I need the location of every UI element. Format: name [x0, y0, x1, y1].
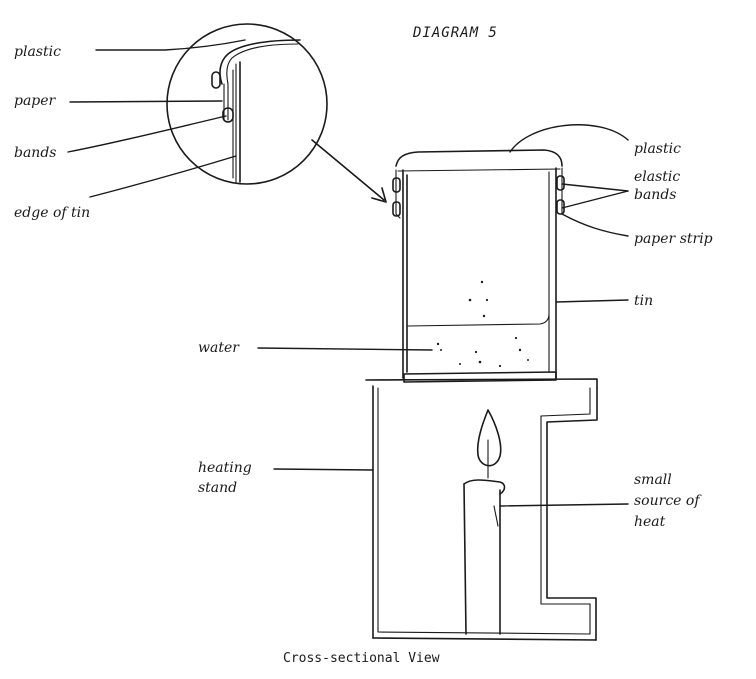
inset-plastic-film [219, 39, 301, 85]
inset-plastic-inner [226, 43, 299, 85]
leader-heat [499, 503, 629, 507]
tin-plastic-cover [395, 149, 563, 167]
leader-tin [555, 299, 629, 303]
candle-flame [476, 409, 502, 467]
water-bubbles [436, 280, 529, 368]
elastic-band-left-lower [392, 201, 401, 217]
stand-right-profile-inner [540, 387, 591, 635]
label-inset-edge-of-tin: edge of tin [14, 205, 90, 221]
inset-band-upper [211, 71, 221, 89]
heating-stand [365, 378, 598, 641]
leader-paper-strip [561, 213, 629, 237]
candle [463, 409, 506, 635]
stand-base-inner [377, 631, 591, 635]
label-elastic-bands-line2: bands [634, 187, 676, 203]
label-inset-plastic: plastic [14, 44, 61, 60]
label-heating-stand-line2: stand [198, 480, 237, 496]
label-inset-bands: bands [14, 145, 56, 161]
elastic-band-right-lower [556, 199, 565, 215]
label-elastic-bands-line1: elastic [634, 169, 680, 185]
label-inset-paper: paper [14, 93, 57, 109]
diagram-title: DIAGRAM 5 [412, 25, 498, 41]
leader-inset-bands [67, 115, 227, 153]
stand-right-profile [546, 387, 598, 641]
leader-elastic-upper [561, 183, 629, 192]
tin-rim [397, 168, 561, 172]
candle-drip [493, 505, 499, 527]
label-heating-stand-line1: heating [198, 460, 252, 476]
label-tin: tin [634, 293, 653, 309]
leader-elastic-lower [561, 190, 629, 209]
magnified-inset [166, 23, 328, 185]
elastic-band-left-upper [392, 177, 401, 193]
leader-heating-stand [273, 468, 374, 471]
label-plastic: plastic [634, 141, 681, 157]
candle-top [463, 479, 506, 495]
candle-left-side [463, 483, 467, 635]
leader-plastic [509, 124, 629, 153]
diagram-caption: Cross-sectional View [283, 651, 440, 666]
water-surface [407, 313, 550, 327]
label-paper-strip: paper strip [634, 231, 713, 247]
inset-circle [166, 23, 328, 185]
inset-tin-edge [232, 61, 241, 183]
leader-inset-edge [89, 155, 237, 198]
label-heat-line3: heat [634, 514, 666, 530]
tin [392, 149, 565, 383]
magnify-arrow [311, 139, 387, 203]
leader-inset-plastic [95, 39, 246, 51]
water [407, 280, 550, 368]
inset-paper-strip [223, 83, 229, 121]
label-heat-line1: small [634, 472, 672, 488]
tin-paper-strip-left [395, 169, 401, 219]
stand-base [372, 637, 597, 641]
label-water: water [198, 340, 240, 356]
leader-water [257, 347, 433, 351]
leader-inset-paper [69, 100, 223, 103]
stand-top [365, 378, 598, 389]
elastic-band-right-upper [556, 175, 565, 191]
inset-band-lower [222, 107, 234, 123]
label-heat-line2: source of [634, 493, 702, 509]
